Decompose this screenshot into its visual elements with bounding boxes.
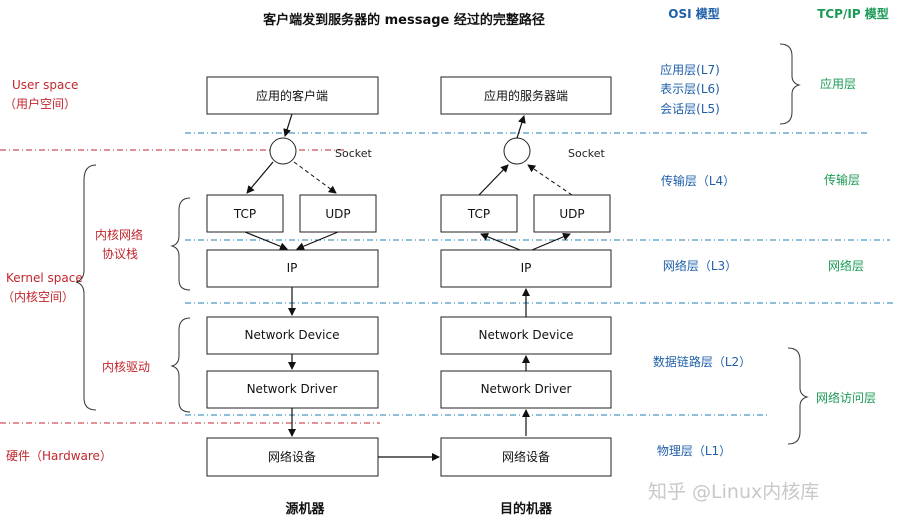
target-network-device-label: Network Device: [479, 328, 574, 342]
watermark-text: 知乎 @Linux内核库: [648, 481, 819, 503]
source-network-device-box: [206, 316, 379, 355]
target-machine-caption: 目的机器: [500, 501, 553, 517]
target-ip-box: [440, 249, 612, 288]
target-arrow-ip-tcp: [480, 232, 521, 251]
hardware-label: 硬件（Hardware）: [6, 449, 112, 463]
protocol-stack-brace: [170, 197, 191, 291]
user-space-cn-label: （用户空间）: [4, 96, 76, 111]
target-network-driver-box: [440, 370, 612, 409]
diagram-title: 客户端发到服务器的 message 经过的完整路径: [263, 12, 545, 28]
tcpip-app-label: 应用层: [820, 76, 856, 91]
app-layers-brace: [779, 43, 801, 125]
source-arrow-socket-tcp: [246, 161, 274, 194]
tcpip-transport-label: 传输层: [824, 172, 860, 187]
target-arrow-udp-socket: [527, 164, 573, 196]
source-network-driver-label: Network Driver: [247, 382, 338, 396]
source-arrow-app-socket: [283, 113, 293, 137]
tcpip-model-header: TCP/IP 模型: [817, 6, 889, 21]
source-socket-label: Socket: [335, 147, 373, 160]
source-arrow-socket-udp: [293, 161, 337, 194]
source-ip-box: [206, 249, 379, 288]
source-machine-caption: 源机器: [285, 501, 325, 517]
target-ip-label: IP: [521, 261, 532, 275]
source-app-label: 应用的客户端: [256, 88, 328, 103]
driver-brace: [170, 317, 191, 413]
source-hw-label: 网络设备: [268, 449, 316, 464]
target-udp-label: UDP: [559, 207, 584, 221]
osi-l4-label: 传输层（L4）: [661, 173, 735, 188]
source-arrow-udp-ip: [296, 231, 339, 251]
osi-l6-label: 表示层(L6): [660, 82, 720, 96]
target-arrow-ip-udp: [531, 233, 571, 251]
target-hw-label: 网络设备: [502, 449, 550, 464]
source-hw-box: [206, 437, 379, 477]
target-arrow-socket-app: [516, 115, 526, 139]
protocol-stack-label-2: 协议栈: [102, 246, 138, 261]
source-socket-circle: [269, 137, 297, 165]
source-network-driver-box: [206, 370, 379, 409]
target-tcp-label: TCP: [467, 207, 490, 221]
osi-model-header: OSI 模型: [668, 6, 720, 21]
target-network-device-box: [440, 316, 612, 355]
source-app-box: [206, 76, 379, 115]
source-tcp-label: TCP: [233, 207, 256, 221]
access-layers-brace: [787, 347, 809, 445]
target-socket-label: Socket: [568, 147, 606, 160]
source-arrow-tcp-ip: [244, 231, 288, 251]
kernel-space-cn-label: （内核空间）: [2, 290, 74, 304]
osi-l7-label: 应用层(L7): [660, 62, 720, 77]
kernel-space-brace: [75, 164, 97, 411]
tcpip-network-label: 网络层: [828, 258, 864, 273]
source-tcp-box: [206, 194, 284, 233]
protocol-stack-label-1: 内核网络: [95, 227, 143, 242]
tcpip-access-label: 网络访问层: [816, 390, 876, 405]
target-udp-box: [533, 194, 611, 233]
target-app-box: [440, 76, 612, 115]
target-tcp-box: [440, 194, 518, 233]
source-network-device-label: Network Device: [245, 328, 340, 342]
osi-l1-label: 物理层（L1）: [657, 444, 731, 458]
user-space-label: User space: [12, 78, 78, 92]
target-socket-circle: [503, 137, 531, 165]
target-hw-box: [440, 437, 612, 477]
kernel-space-label: Kernel space: [6, 271, 83, 285]
source-ip-label: IP: [287, 261, 298, 275]
target-arrow-tcp-socket: [478, 164, 509, 196]
osi-l3-label: 网络层（L3）: [663, 258, 737, 273]
target-app-label: 应用的服务器端: [484, 88, 568, 103]
target-network-driver-label: Network Driver: [481, 382, 572, 396]
osi-l2-label: 数据链路层（L2）: [653, 354, 751, 369]
osi-l5-label: 会话层(L5): [660, 102, 720, 116]
driver-label: 内核驱动: [102, 360, 150, 374]
source-udp-label: UDP: [325, 207, 350, 221]
